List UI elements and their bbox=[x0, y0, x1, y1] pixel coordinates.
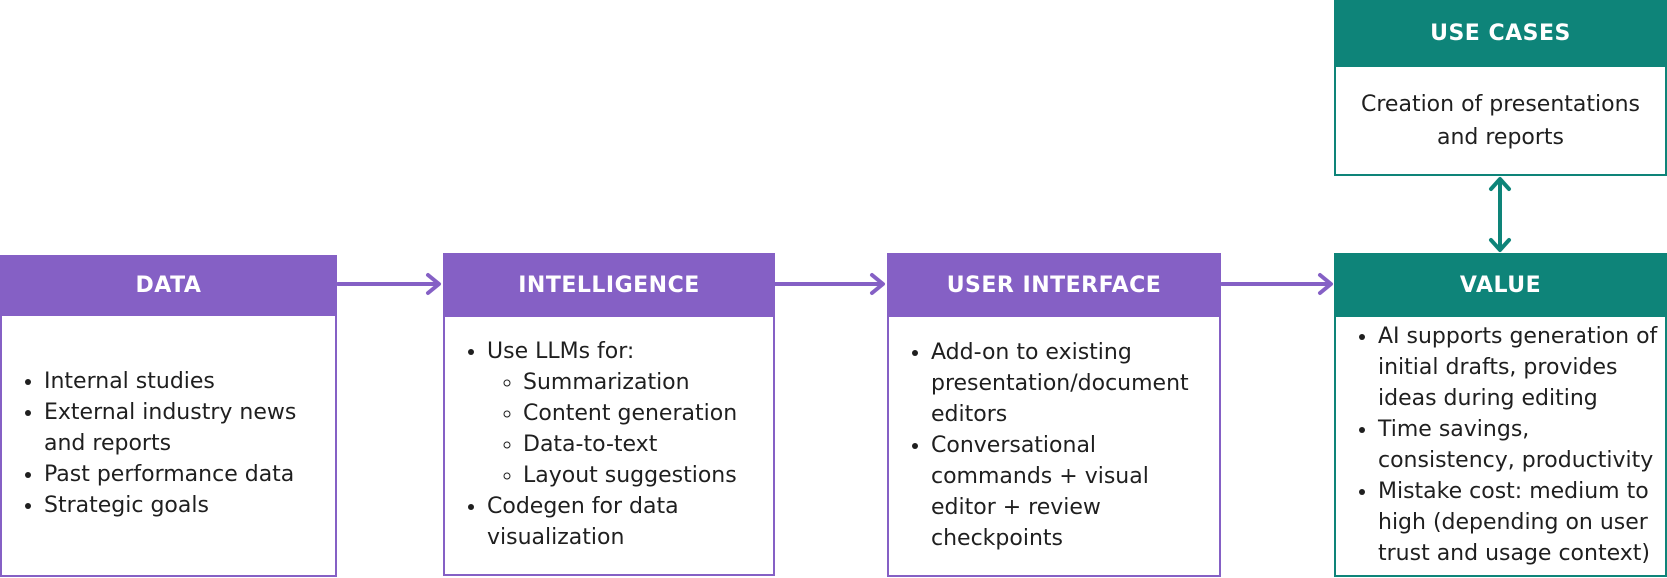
user-interface-header: USER INTERFACE bbox=[887, 253, 1221, 317]
list-item: Internal studies bbox=[44, 366, 335, 397]
list-item: AI supports generation of initial drafts… bbox=[1378, 321, 1665, 414]
arrowhead-down bbox=[1489, 238, 1511, 252]
sub-list-item: Summarization bbox=[523, 367, 773, 398]
value-title: VALUE bbox=[1459, 272, 1542, 298]
data-title: DATA bbox=[135, 273, 202, 298]
value-list: AI supports generation of initial drafts… bbox=[1336, 321, 1665, 569]
list-item: Time savings, consistency, productivity bbox=[1378, 414, 1665, 476]
arrowhead-up bbox=[1489, 177, 1511, 191]
user-interface-list: Add-on to existing presentation/document… bbox=[889, 337, 1219, 554]
list-item: Strategic goals bbox=[44, 490, 335, 521]
data-header: DATA bbox=[0, 255, 337, 316]
sub-list: Summarization Content generation Data-to… bbox=[487, 367, 773, 491]
arrowhead-intelligence-to-ui bbox=[870, 273, 885, 295]
use-cases-header: USE CASES bbox=[1334, 0, 1667, 67]
sub-list-item: Layout suggestions bbox=[523, 460, 773, 491]
list-item: Codegen for data visualization bbox=[487, 491, 773, 553]
list-item: Conversational commands + visual editor … bbox=[931, 430, 1219, 554]
sub-list-item: Content generation bbox=[523, 398, 773, 429]
arrowhead-ui-to-value bbox=[1318, 273, 1333, 295]
user-interface-title: USER INTERFACE bbox=[946, 272, 1162, 298]
sub-list-item: Data-to-text bbox=[523, 429, 773, 460]
list-item: Use LLMs for: Summarization Content gene… bbox=[487, 336, 773, 491]
user-interface-content: Add-on to existing presentation/document… bbox=[889, 337, 1219, 554]
list-item-text: Use LLMs for: bbox=[487, 339, 635, 364]
value-content: AI supports generation of initial drafts… bbox=[1336, 321, 1665, 569]
data-list: Internal studies External industry news … bbox=[2, 366, 335, 521]
use-cases-text: Creation of presentations and reports bbox=[1361, 92, 1640, 150]
value-header: VALUE bbox=[1334, 253, 1667, 317]
list-item: Mistake cost: medium to high (depending … bbox=[1378, 476, 1665, 569]
intelligence-list: Use LLMs for: Summarization Content gene… bbox=[445, 336, 773, 553]
list-item: External industry news and reports bbox=[44, 397, 335, 459]
data-content: Internal studies External industry news … bbox=[2, 366, 335, 521]
list-item: Add-on to existing presentation/document… bbox=[931, 337, 1219, 430]
list-item: Past performance data bbox=[44, 459, 335, 490]
arrowhead-data-to-intelligence bbox=[426, 273, 441, 295]
intelligence-title: INTELLIGENCE bbox=[518, 272, 700, 298]
intelligence-header: INTELLIGENCE bbox=[443, 253, 775, 317]
intelligence-content: Use LLMs for: Summarization Content gene… bbox=[445, 336, 773, 553]
use-cases-title: USE CASES bbox=[1430, 21, 1571, 46]
